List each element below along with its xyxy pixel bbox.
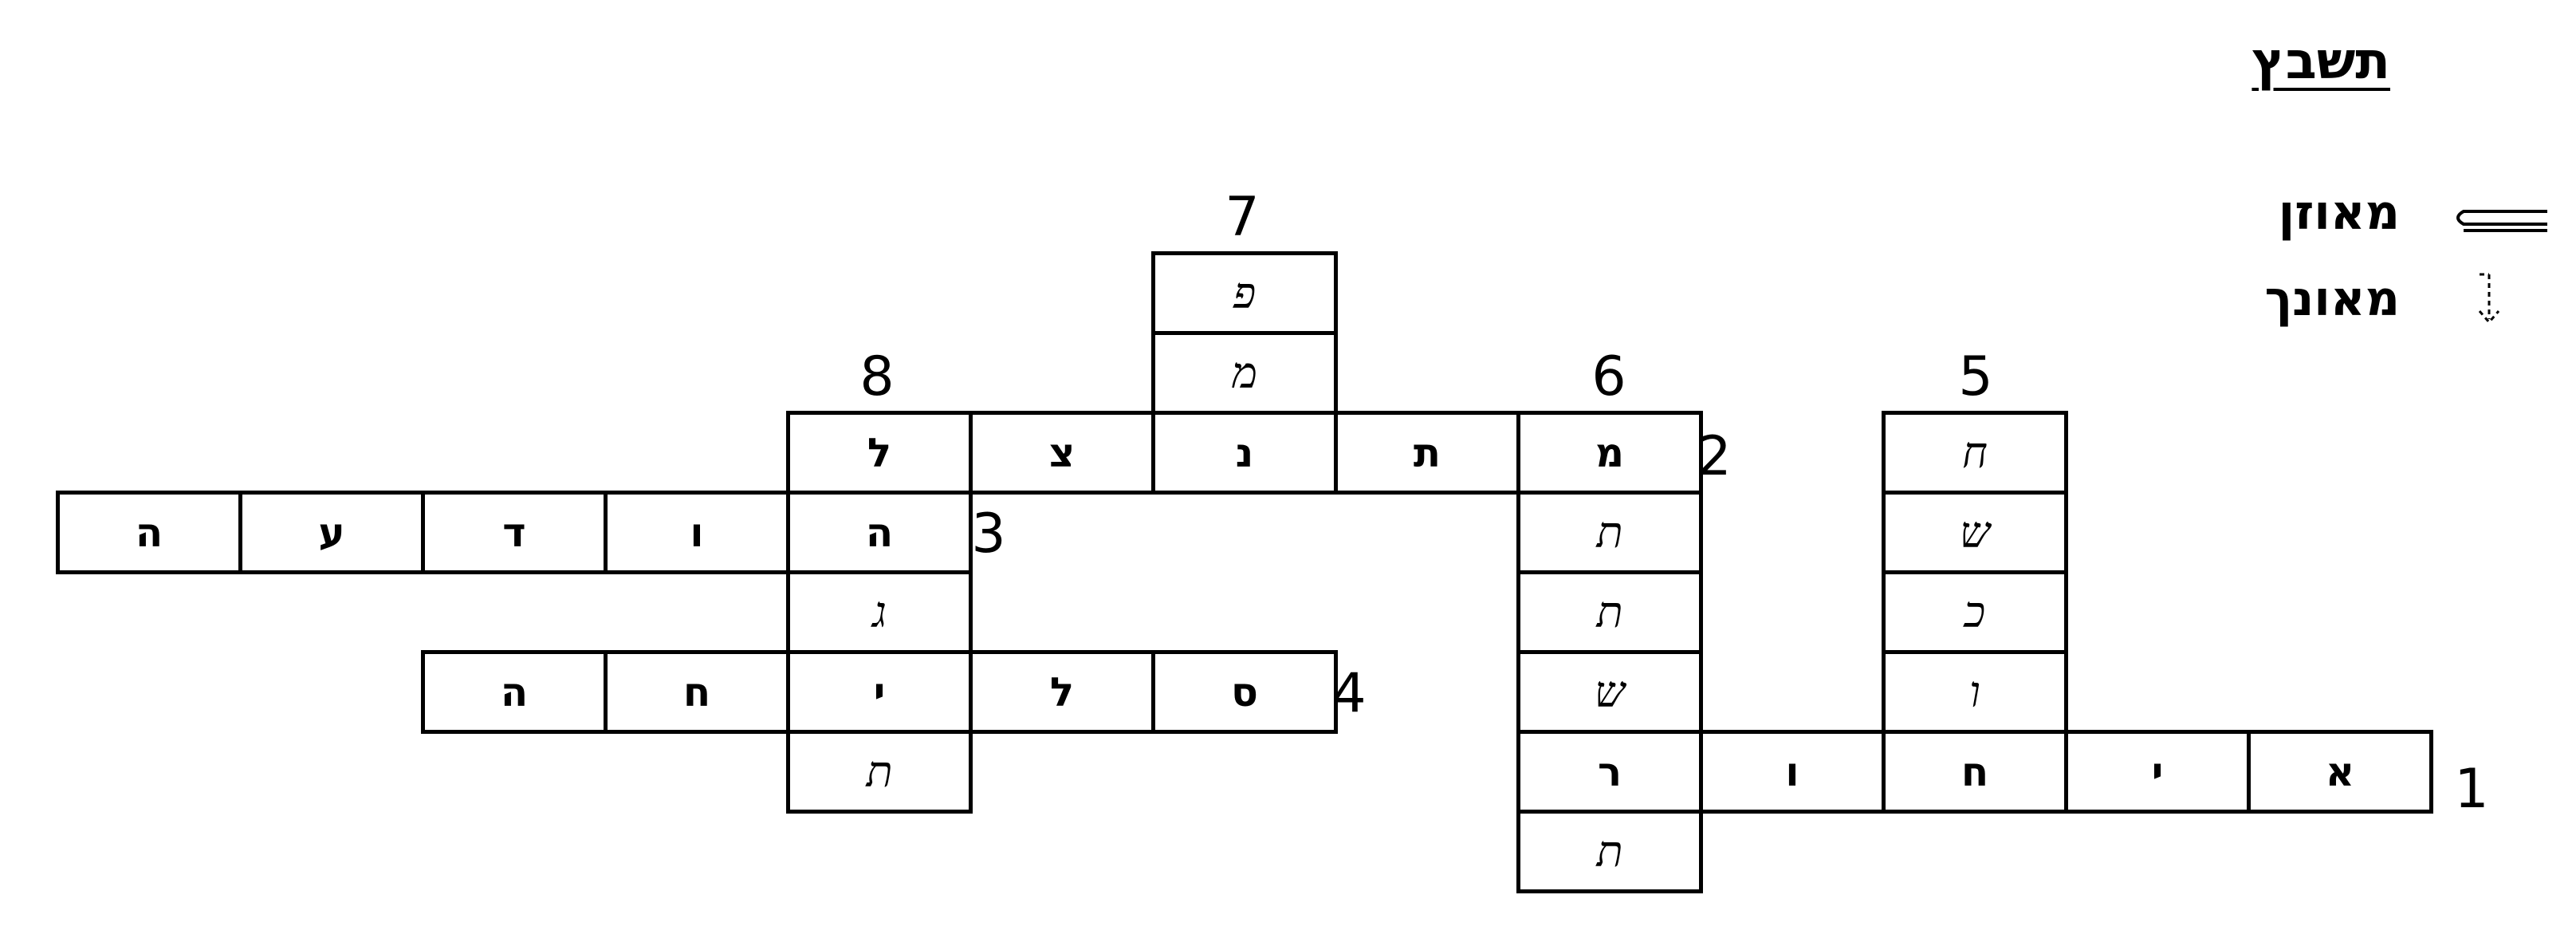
crossword-cell[interactable]: מ [1516,411,1703,495]
crossword-cell[interactable]: י [786,650,973,734]
clue-number: 4 [1331,662,1367,725]
crossword-cell[interactable]: ה [56,491,242,574]
crossword-cell[interactable]: א [2247,730,2433,814]
crossword-cell[interactable]: מ [1151,331,1338,415]
crossword-cell[interactable]: ת [1516,810,1703,893]
crossword-cell[interactable]: ת [1516,491,1703,574]
crossword-cell[interactable]: ח [1882,730,2068,814]
double-arrow-left-icon [2456,210,2547,232]
crossword-cell[interactable]: ח [1882,411,2068,495]
crossword-cell[interactable]: ג [786,570,973,654]
crossword-cell[interactable]: ח [604,650,790,734]
clue-number: 1 [2454,758,2489,821]
legend-vertical-label: מאונך [2264,271,2400,327]
clue-number: 7 [1225,186,1260,249]
crossword-cell[interactable]: ה [421,650,608,734]
crossword-cell[interactable]: ע [238,491,425,574]
crossword-cell[interactable]: צ [969,411,1155,495]
legend-horizontal-label: מאוזן [2278,185,2400,241]
crossword-cell[interactable]: ש [1882,491,2068,574]
crossword-cell[interactable]: ה [786,491,973,574]
crossword-cell[interactable]: י [2064,730,2251,814]
clue-number: 6 [1591,345,1626,408]
crossword-cell[interactable]: ס [1151,650,1338,734]
crossword-cell[interactable]: ו [604,491,790,574]
crossword-cell[interactable]: ש [1516,650,1703,734]
crossword-cell[interactable]: ל [786,411,973,495]
clue-number: 2 [1697,425,1732,488]
page-title: תשבץ [2252,32,2390,91]
down-arrow-icon [2478,273,2500,325]
crossword-cell[interactable]: ל [969,650,1155,734]
clue-number: 3 [971,503,1006,566]
crossword-cell[interactable]: פ [1151,251,1338,335]
crossword-cell[interactable]: ו [1882,650,2068,734]
clue-number: 5 [1958,345,1993,408]
crossword-cell[interactable]: ו [1699,730,1886,814]
clue-number: 8 [859,345,895,408]
crossword-cell[interactable]: ד [421,491,608,574]
crossword-cell[interactable]: ת [786,730,973,814]
crossword-cell[interactable]: ת [1334,411,1520,495]
crossword-cell[interactable]: ר [1516,730,1703,814]
crossword-cell[interactable]: ת [1516,570,1703,654]
crossword-cell[interactable]: כ [1882,570,2068,654]
crossword-cell[interactable]: נ [1151,411,1338,495]
